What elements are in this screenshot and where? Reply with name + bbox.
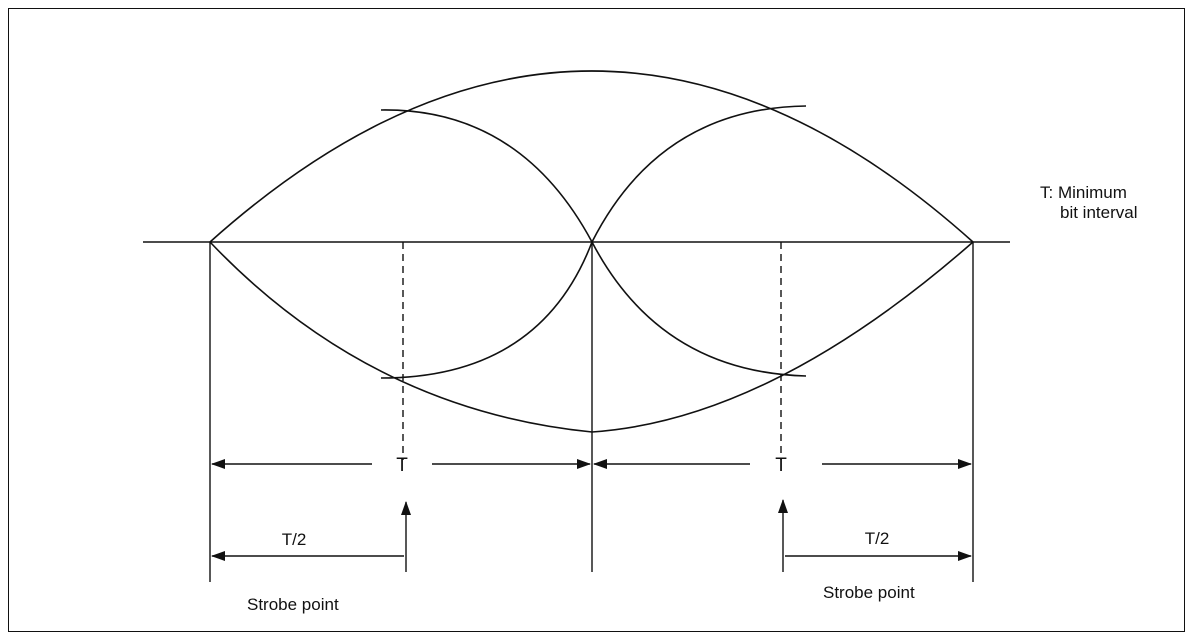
right-strobe-label: Strobe point bbox=[823, 583, 915, 602]
left-upper-inner-curve bbox=[380, 109, 593, 243]
right-half-interval-label: T/2 bbox=[865, 529, 890, 548]
legend-line-1: T: Minimum bbox=[1040, 183, 1127, 202]
right-lower-inner-curve bbox=[591, 241, 807, 377]
right-upper-inner-curve bbox=[591, 105, 807, 243]
right-interval-label: T bbox=[775, 455, 787, 476]
left-interval-label: T bbox=[396, 455, 408, 476]
legend-line-2: bit interval bbox=[1060, 203, 1137, 222]
left-lower-inner-curve bbox=[380, 241, 593, 379]
left-strobe-label: Strobe point bbox=[247, 595, 339, 614]
left-half-interval-label: T/2 bbox=[282, 530, 307, 549]
diagram-frame bbox=[8, 8, 1185, 632]
eye-upper-outer-curve bbox=[209, 70, 974, 243]
